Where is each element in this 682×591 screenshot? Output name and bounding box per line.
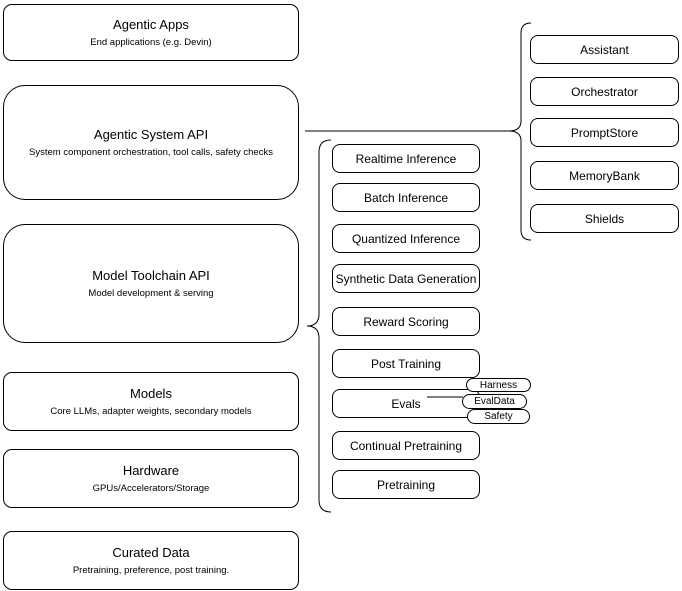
node-title: Model Toolchain API [92,268,210,283]
node-subtitle: Core LLMs, adapter weights, secondary mo… [50,406,252,417]
node-subtitle: System component orchestration, tool cal… [29,147,273,158]
node-hardware: Hardware GPUs/Accelerators/Storage [3,449,299,508]
tag-evaldata: EvalData [462,394,527,409]
node-reward-scoring: Reward Scoring [332,307,480,336]
node-evals: Evals [332,389,480,418]
node-assistant: Assistant [530,35,679,64]
node-label: Batch Inference [363,190,449,205]
node-title: Curated Data [112,545,190,560]
node-realtime-inference: Realtime Inference [332,144,480,173]
node-label: Evals [391,396,421,411]
toolchain-brace [306,139,332,513]
node-label: Assistant [580,42,629,57]
node-label: Synthetic Data Generation [335,271,477,286]
tag-label: EvalData [474,396,515,407]
node-shields: Shields [530,204,679,233]
node-title: Agentic Apps [113,17,189,32]
tag-harness: Harness [466,378,531,392]
node-title: Models [130,386,172,401]
node-label: Shields [584,211,625,226]
node-title: Agentic System API [93,127,209,142]
node-label: Reward Scoring [363,314,449,329]
node-label: Continual Pretraining [349,438,463,453]
node-models: Models Core LLMs, adapter weights, secon… [3,372,299,431]
node-promptstore: PromptStore [530,118,679,147]
node-label: Post Training [370,356,442,371]
tag-label: Harness [479,379,518,391]
node-label: Orchestrator [571,84,638,99]
tag-label: Safety [484,411,513,422]
node-curated-data: Curated Data Pretraining, preference, po… [3,531,299,590]
node-continual-pretraining: Continual Pretraining [332,431,480,460]
node-quantized-inference: Quantized Inference [332,224,480,253]
node-batch-inference: Batch Inference [332,183,480,212]
node-subtitle: Pretraining, preference, post training. [72,565,230,576]
node-subtitle: Model development & serving [88,288,214,299]
node-post-training: Post Training [332,349,480,378]
node-label: MemoryBank [569,168,640,183]
node-label: Realtime Inference [355,151,457,166]
node-subtitle: End applications (e.g. Devin) [90,37,212,48]
node-agentic-apps: Agentic Apps End applications (e.g. Devi… [3,4,299,61]
node-orchestrator: Orchestrator [530,77,679,106]
node-synthetic-data-generation: Synthetic Data Generation [332,264,480,293]
node-label: Quantized Inference [351,231,461,246]
node-title: Hardware [122,463,180,478]
node-label: Pretraining [376,477,436,492]
node-label: PromptStore [570,125,639,140]
node-model-toolchain-api: Model Toolchain API Model development & … [3,224,299,343]
node-pretraining: Pretraining [332,470,480,499]
node-subtitle: GPUs/Accelerators/Storage [92,483,210,494]
tag-safety: Safety [467,409,530,424]
node-agentic-system-api: Agentic System API System component orch… [3,85,299,200]
node-memorybank: MemoryBank [530,161,679,190]
